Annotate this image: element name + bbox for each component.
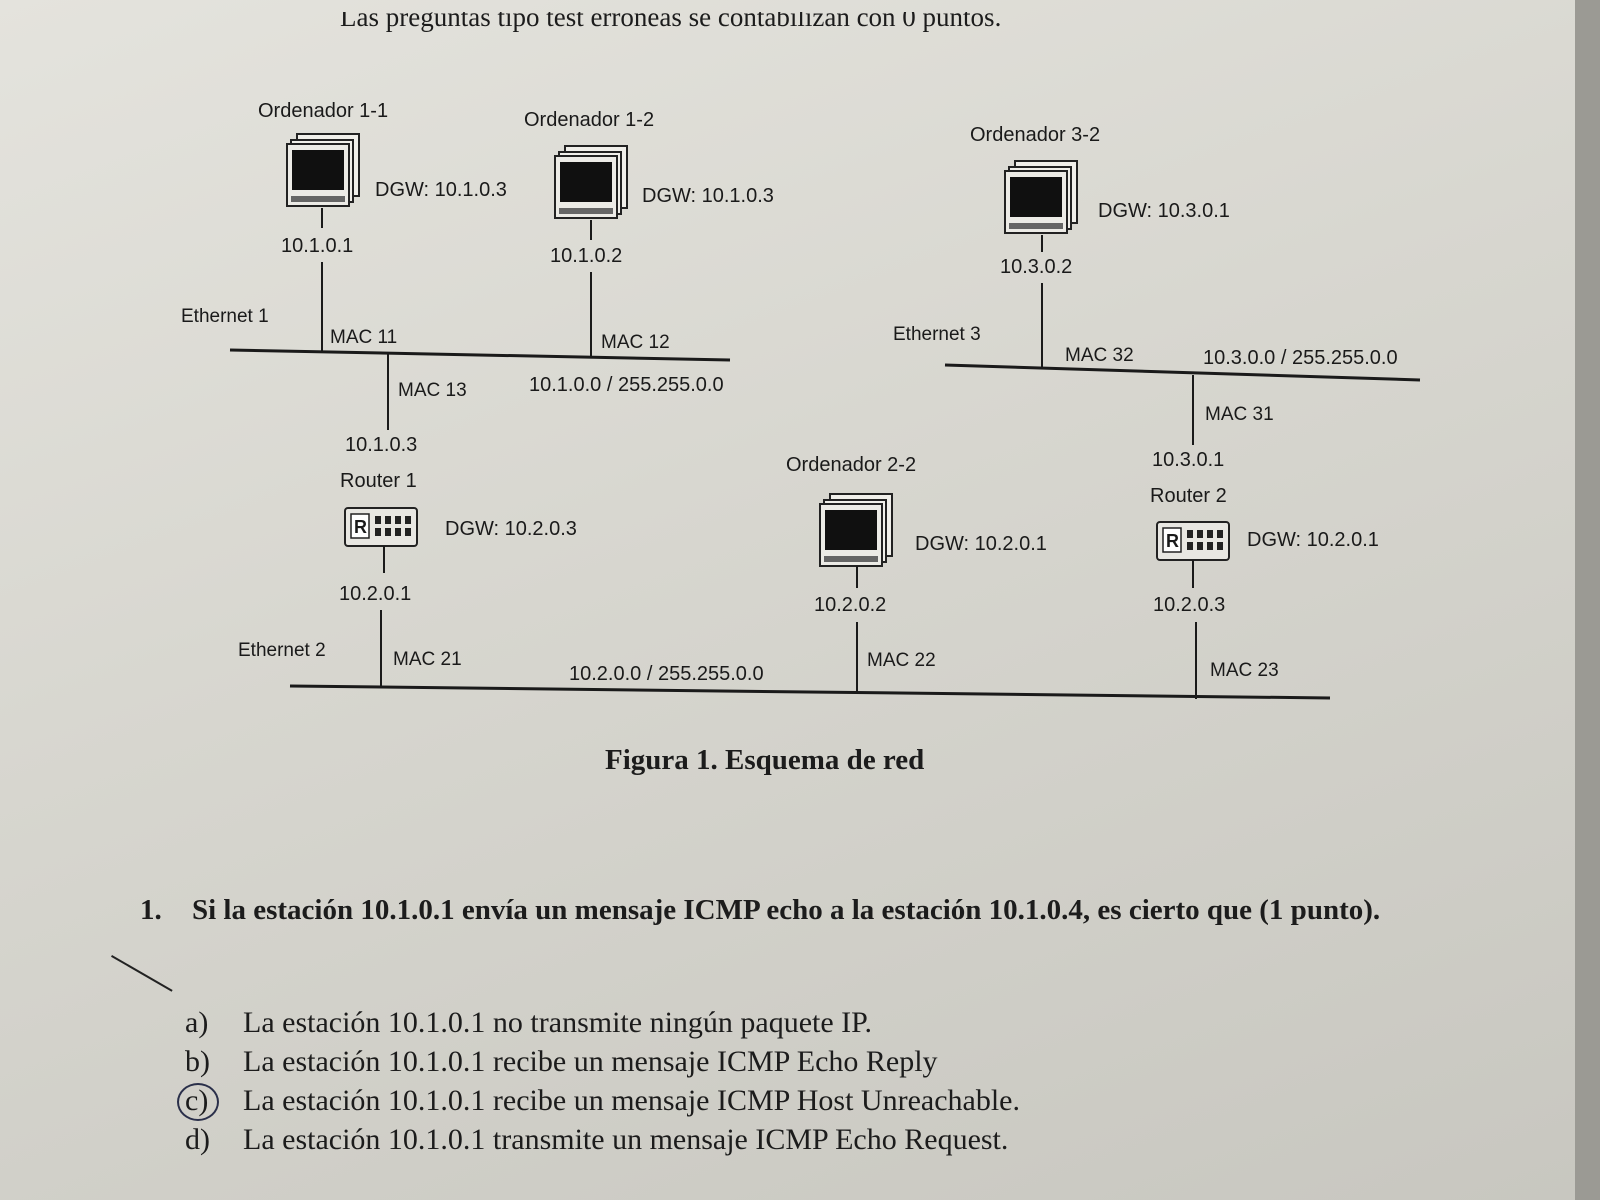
router-1-icon	[344, 507, 418, 547]
option-text: La estación 10.1.0.1 recibe un mensaje I…	[243, 1084, 1020, 1117]
mac-11-label: MAC 11	[330, 327, 397, 348]
ethernet-3-subnet: 10.3.0.0 / 255.255.0.0	[1203, 347, 1398, 369]
mac-21-label: MAC 21	[393, 649, 462, 670]
computer-1-1-icon	[286, 133, 360, 207]
computer-1-1-dgw: DGW: 10.1.0.3	[375, 179, 507, 201]
router-1-dgw: DGW: 10.2.0.3	[445, 518, 577, 540]
router-2-ip-top: 10.3.0.1	[1152, 449, 1224, 471]
question-1: 1. Si la estación 10.1.0.1 envía un mens…	[140, 890, 1430, 930]
mac-23-label: MAC 23	[1210, 660, 1279, 681]
option-text: La estación 10.1.0.1 no transmite ningún…	[243, 1006, 873, 1039]
computer-3-2-name: Ordenador 3-2	[970, 124, 1100, 146]
option-letter: a)	[185, 1006, 209, 1039]
computer-2-2-icon	[819, 493, 893, 567]
mac-22-label: MAC 22	[867, 650, 936, 671]
computer-3-2-icon	[1004, 160, 1078, 234]
ethernet-3-label: Ethernet 3	[893, 324, 981, 345]
figure-caption: Figura 1. Esquema de red	[605, 744, 925, 776]
question-number: 1.	[140, 894, 162, 926]
option-text: La estación 10.1.0.1 transmite un mensaj…	[243, 1123, 1009, 1156]
option-text: La estación 10.1.0.1 recibe un mensaje I…	[243, 1045, 938, 1078]
computer-3-2-ip: 10.3.0.2	[1000, 256, 1072, 278]
mac-13-label: MAC 13	[398, 380, 467, 401]
ethernet-1-label: Ethernet 1	[181, 306, 269, 327]
router-1-ip-bottom: 10.2.0.1	[339, 583, 411, 605]
ethernet-2-subnet: 10.2.0.0 / 255.255.0.0	[569, 663, 764, 685]
option-letter: d)	[185, 1123, 210, 1156]
computer-3-2-dgw: DGW: 10.3.0.1	[1098, 200, 1230, 222]
ethernet-2-label: Ethernet 2	[238, 640, 326, 661]
network-diagram: R Ordenador 1-1 DGW: 10.1.0.3 10.1.0.1 O…	[181, 100, 1421, 700]
circled-answer-mark	[177, 1083, 219, 1121]
router-2-dgw: DGW: 10.2.0.1	[1247, 529, 1379, 551]
router-2-icon	[1156, 521, 1230, 561]
mac-32-label: MAC 32	[1065, 345, 1134, 366]
mac-31-label: MAC 31	[1205, 404, 1274, 425]
option-c: c)La estación 10.1.0.1 recibe un mensaje…	[177, 1081, 1020, 1121]
option-a: a) La estación 10.1.0.1 no transmite ning…	[185, 1003, 1020, 1042]
router-2-ip-bottom: 10.2.0.3	[1153, 594, 1225, 616]
computer-1-2-dgw: DGW: 10.1.0.3	[642, 185, 774, 207]
instructions-line: Las preguntas tipo test erróneas se cont…	[340, 2, 1002, 32]
mac-12-label: MAC 12	[601, 332, 670, 353]
ethernet-1-bus	[229, 348, 731, 362]
computer-1-1-ip: 10.1.0.1	[281, 235, 353, 257]
ethernet-2-bus	[289, 684, 1331, 700]
computer-1-2-ip: 10.1.0.2	[550, 245, 622, 267]
option-d: d) La estación 10.1.0.1 transmite un mens…	[185, 1120, 1020, 1159]
ethernet-3-bus	[944, 363, 1421, 382]
router-1-ip-top: 10.1.0.3	[345, 434, 417, 456]
paper-edge	[1575, 0, 1600, 1200]
computer-1-2-name: Ordenador 1-2	[524, 109, 654, 131]
router-1-name: Router 1	[340, 470, 417, 492]
computer-1-2-icon	[554, 145, 628, 219]
option-b: b) La estación 10.1.0.1 recibe un mensaje…	[185, 1042, 1020, 1081]
answer-options: a) La estación 10.1.0.1 no transmite ning…	[177, 1003, 1020, 1159]
option-letter: b)	[185, 1045, 210, 1078]
computer-1-1-name: Ordenador 1-1	[258, 100, 388, 122]
computer-2-2-dgw: DGW: 10.2.0.1	[915, 533, 1047, 555]
router-2-name: Router 2	[1150, 485, 1227, 507]
computer-2-2-ip: 10.2.0.2	[814, 594, 886, 616]
ethernet-1-subnet: 10.1.0.0 / 255.255.0.0	[529, 374, 724, 396]
computer-2-2-name: Ordenador 2-2	[786, 454, 916, 476]
question-text: Si la estación 10.1.0.1 envía un mensaje…	[192, 894, 1381, 926]
